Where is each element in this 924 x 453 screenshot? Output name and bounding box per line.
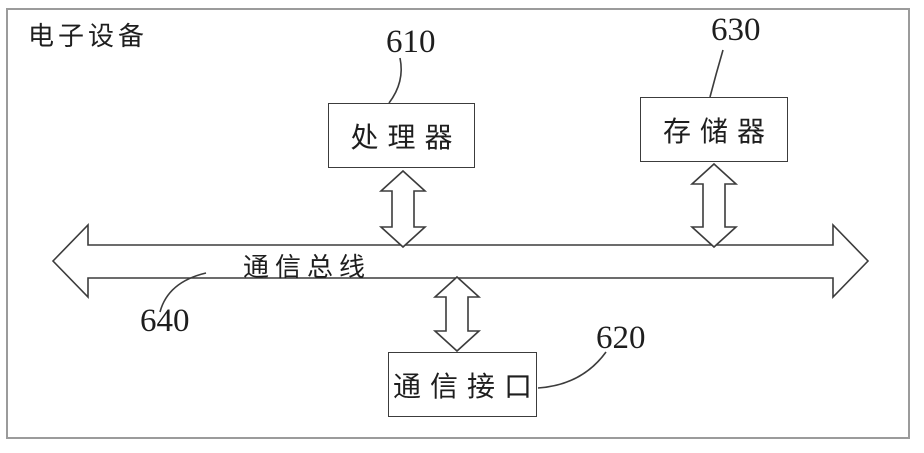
memory-bus-arrow	[689, 162, 739, 249]
processor-label: 处理器	[350, 122, 462, 154]
ref-number-processor: 610	[386, 24, 436, 60]
bus-double-arrow	[51, 223, 870, 299]
leader-line-610	[388, 57, 402, 104]
interface-bus-arrow	[432, 275, 482, 353]
communication-interface-box: 通信接口	[388, 352, 537, 417]
leader-line-640	[159, 272, 207, 313]
memory-label: 存储器	[662, 116, 774, 148]
ref-number-interface: 620	[596, 320, 646, 356]
memory-box: 存储器	[640, 97, 788, 162]
processor-box: 处理器	[328, 103, 475, 168]
ref-number-memory: 630	[711, 12, 761, 48]
ref-number-bus: 640	[140, 303, 190, 339]
device-title: 电子设备	[28, 22, 149, 51]
communication-interface-label: 通信接口	[392, 371, 541, 403]
device-frame	[6, 8, 910, 439]
processor-bus-arrow	[378, 169, 428, 249]
leader-line-620	[537, 351, 607, 389]
communication-bus-label: 通信总线	[242, 253, 371, 282]
leader-line-630	[709, 49, 724, 98]
